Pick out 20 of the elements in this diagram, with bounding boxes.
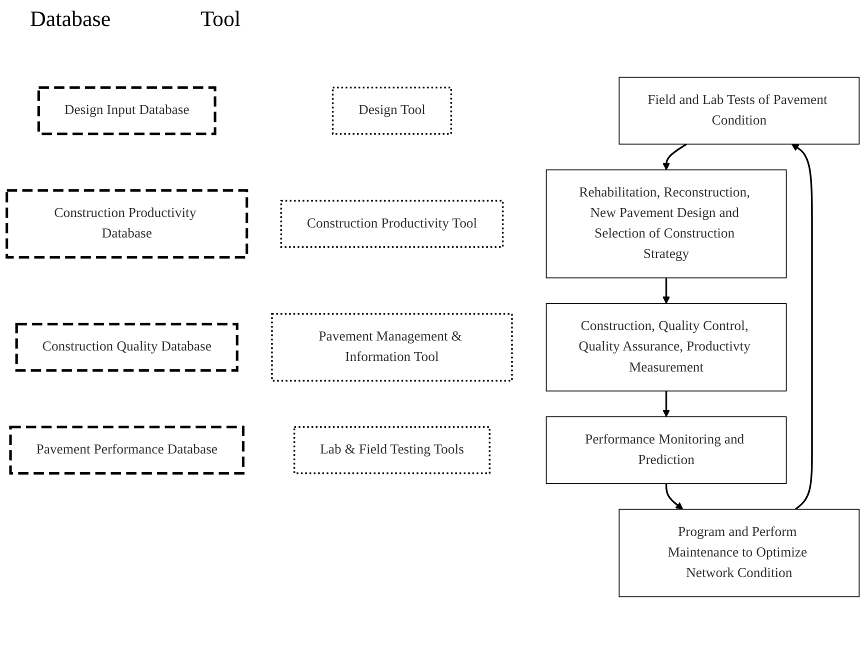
node-box: Performance Monitoring and Prediction [546, 416, 787, 484]
node-box: Lab & Field Testing Tools [293, 426, 490, 474]
node-box: Construction Quality Database [15, 322, 238, 372]
column-heading: Tool [200, 6, 241, 32]
arrow [662, 143, 687, 170]
node-box: Program and Perform Maintenance to Optimize Network Condition [618, 508, 860, 598]
node-box: Field and Lab Tests of Pavement Condition [618, 76, 860, 145]
node-box: Design Input Database [37, 86, 216, 136]
node-box: Construction Productivity Tool [280, 200, 504, 248]
arrow [665, 484, 684, 510]
arrow [662, 278, 670, 304]
node-box: Pavement Performance Database [9, 426, 244, 475]
node-box: Design Tool [332, 86, 452, 135]
column-heading: Database [30, 6, 111, 32]
arrow [791, 144, 813, 510]
arrow [662, 391, 670, 418]
node-box: Rehabilitation, Reconstruction, New Pavement Design and Selection of Construction Strategy [546, 169, 787, 278]
node-box: Construction Productivity Database [6, 189, 248, 259]
node-box: Construction, Quality Control, Quality Assurance, Productivty Measurement [546, 303, 787, 392]
node-box: Pavement Management & Information Tool [271, 313, 513, 382]
